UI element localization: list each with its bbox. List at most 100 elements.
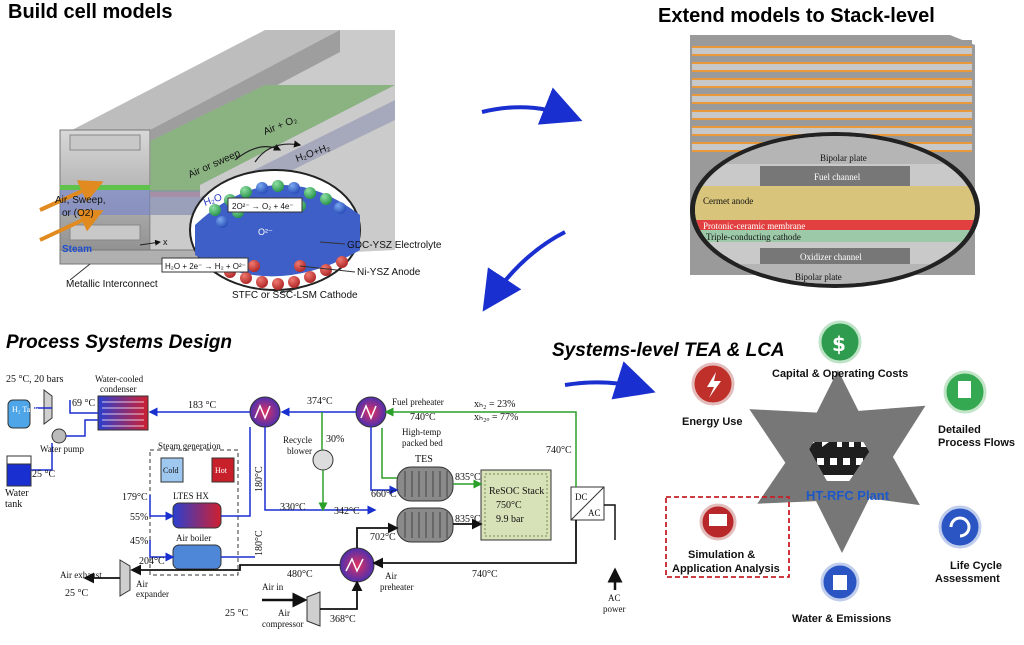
stack-slab [692, 56, 972, 62]
label-air-in: Air in [262, 582, 284, 592]
resoc-stack [480, 469, 552, 541]
label-h2-tank: H₂ Tank [12, 405, 38, 414]
stack-seal-line [692, 86, 972, 88]
label-air-boiler: Air boiler [176, 533, 211, 543]
label-t179: 179°C [122, 492, 148, 503]
air-boiler [172, 544, 222, 570]
label-air-exhaust: Air exhaust [60, 570, 102, 580]
label-t835-bot: 835°C [455, 514, 481, 525]
label-t740-bottom: 740°C [472, 569, 498, 580]
label-steam-gen: Steam generation [158, 441, 221, 451]
stack-slab [692, 72, 972, 78]
label-lca-1: Life Cycle [950, 560, 1002, 572]
label-membrane: Protonic-ceramic membrane [703, 221, 805, 231]
stack-illustration [690, 35, 980, 288]
stack-labels: Bipolar plate Fuel channel Cermet anode … [703, 153, 867, 282]
stack-seal-line [692, 46, 972, 48]
arrow-cell-to-stack [481, 87, 583, 125]
label-left-gas-2: or (O2) [62, 208, 94, 219]
cell-labels: Air + O₂ Air or sweep H₂O+H₂ H₂O Air, Sw… [55, 114, 442, 301]
tea-diagram: $ Capital & Operating Costs Energy Use D… [665, 320, 1015, 625]
label-bipolar-bottom: Bipolar plate [795, 272, 842, 282]
label-t702: 702°C [370, 532, 396, 543]
h2-compressor [43, 389, 53, 425]
label-high-temp-2: packed bed [402, 438, 443, 448]
label-cermet-anode: Cermet anode [703, 196, 753, 206]
label-detailed-2: Process Flows [938, 437, 1015, 449]
stack-slab [692, 96, 972, 102]
label-dc: DC [575, 492, 588, 502]
process-labels: 25 °C, 20 bars H₂ Tank Water-cooled cond… [5, 374, 626, 629]
label-steam: Steam [62, 244, 92, 255]
label-lca-2: Assessment [935, 573, 1000, 585]
label-o2-ion: O²⁻ [258, 227, 273, 237]
label-t204: 204°C [139, 556, 165, 567]
label-t342: 342°C [334, 506, 360, 517]
stack-seal-line [692, 94, 972, 96]
label-oxidizer: Oxidizer channel [800, 252, 862, 262]
label-left-gas-1: Air, Sweep, [55, 195, 106, 206]
stack-seal-line [692, 70, 972, 72]
label-tes: TES [415, 454, 433, 465]
heading-process-systems: Process Systems Design [6, 332, 233, 353]
stack-slab [692, 112, 972, 118]
label-cold: Cold [163, 466, 179, 475]
arrow-process-to-tea [564, 361, 656, 400]
stack-seal-line [692, 118, 972, 120]
label-hot: Hot [215, 466, 228, 475]
label-resoc-3: 9.9 bar [496, 514, 524, 525]
label-resoc-1: ReSOC Stack [489, 486, 544, 497]
label-oxygen-reaction: 2O²⁻ → O₂ + 4e⁻ [232, 202, 294, 211]
label-water: Water & Emissions [792, 613, 891, 625]
fuel-preheater-hx [355, 396, 387, 428]
recycle-blower [312, 449, 334, 471]
label-t368: 368°C [330, 614, 356, 625]
heading-cell-models: Build cell models [8, 1, 173, 23]
stack-slab [692, 40, 972, 46]
stack-slab [692, 80, 972, 86]
label-air-comp-1: Air [278, 608, 290, 618]
air-preheater-hx [339, 547, 375, 583]
water-pump [51, 428, 67, 444]
simulation-highlight-box [665, 496, 790, 578]
label-energy: Energy Use [682, 416, 743, 428]
label-t480: 480°C [287, 569, 313, 580]
label-xh2: xₕ₂ = 23% [474, 399, 516, 410]
stack-slab [692, 48, 972, 54]
label-air-expander-2: expander [136, 589, 169, 599]
label-ltes: LTES HX [173, 491, 209, 501]
label-ac-power-1: AC [608, 593, 621, 603]
stack-slab [692, 120, 972, 126]
stack-slab [692, 128, 972, 134]
label-water-tank-2: tank [5, 499, 22, 510]
label-high-temp-1: High-temp [402, 427, 441, 437]
label-t374: 374°C [307, 396, 333, 407]
hot-tank [211, 457, 235, 483]
label-anode: Ni-YSZ Anode [357, 267, 421, 278]
label-interconnect: Metallic Interconnect [66, 279, 158, 290]
interconnect-rib-top [72, 30, 340, 130]
label-t183: 183 °C [188, 400, 216, 411]
label-h2-tank-cond: 25 °C, 20 bars [6, 374, 63, 385]
label-xh2o: xₕ₂ₒ = 77% [474, 412, 518, 423]
stack-seal-line [692, 102, 972, 104]
stack-seal-line [692, 126, 972, 128]
label-plant: HT-RFC Plant [806, 488, 890, 503]
stack-seal-line [692, 110, 972, 112]
label-t69: 69 °C [72, 398, 95, 409]
label-t25-water: 25 °C [32, 469, 55, 480]
label-bipolar-top: Bipolar plate [820, 153, 867, 163]
label-recycle-2: blower [287, 446, 312, 456]
label-water-tank-1: Water [5, 488, 29, 499]
label-t180-bot: 180°C [254, 530, 265, 556]
label-air-expander-1: Air [136, 579, 148, 589]
label-t740-fuel: 740°C [410, 412, 436, 423]
label-t25-air: 25 °C [225, 608, 248, 619]
heading-tea-lca: Systems-level TEA & LCA [552, 340, 785, 361]
stack-seal-line [692, 54, 972, 56]
label-t835-top: 835°C [455, 472, 481, 483]
label-capital: Capital & Operating Costs [772, 368, 908, 380]
stack-slab [692, 104, 972, 110]
label-stack-cathode: Triple-conducting cathode [706, 232, 801, 242]
label-t330: 330°C [280, 502, 306, 513]
